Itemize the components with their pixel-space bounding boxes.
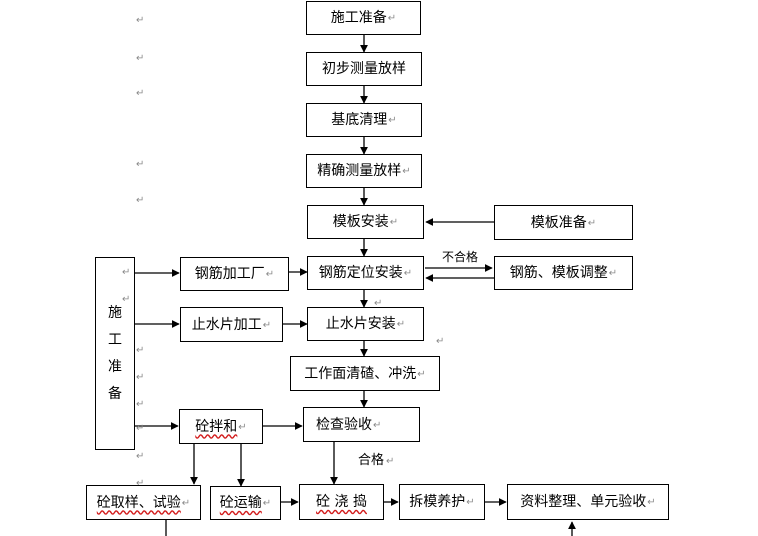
- paragraph-mark-icon: ↵: [647, 497, 656, 508]
- paragraph-mark-icon: ↵: [402, 166, 411, 177]
- paragraph-mark-icon: ↵: [122, 294, 131, 305]
- paragraph-mark-icon: ↵: [136, 423, 145, 434]
- box-concrete-sampling: 砼取样、试验↵: [86, 485, 201, 520]
- paragraph-mark-icon: ↵: [386, 456, 395, 467]
- box-rebar-positioning: 钢筋定位安装↵: [307, 256, 424, 290]
- paragraph-mark-icon: ↵: [587, 217, 597, 229]
- box-inspection-acceptance-label: 检查验收: [316, 416, 372, 433]
- paragraph-mark-icon: ↵: [136, 53, 145, 64]
- box-concrete-pouring: 砼 浇 捣: [299, 484, 384, 520]
- box-waterstop-fabrication: 止水片加工↵: [180, 307, 283, 342]
- paragraph-mark-icon: ↵: [396, 319, 406, 330]
- side-prep-char-3: 准: [108, 358, 122, 375]
- box-initial-survey: 初步测量放样: [306, 52, 422, 86]
- paragraph-mark-icon: ↵: [238, 421, 247, 433]
- paragraph-mark-icon: ↵: [265, 269, 275, 280]
- paragraph-mark-icon: ↵: [436, 336, 445, 347]
- paragraph-mark-icon: ↵: [122, 267, 131, 278]
- side-prep-char-1: 施: [108, 304, 122, 321]
- box-strip-and-cure-label: 拆模养护: [409, 494, 466, 510]
- paragraph-mark-icon: ↵: [417, 368, 426, 380]
- box-rebar-positioning-label: 钢筋定位安装: [318, 265, 403, 281]
- box-initial-survey-label: 初步测量放样: [322, 61, 406, 77]
- box-rebar-plant: 钢筋加工厂↵: [180, 257, 289, 291]
- box-waterstop-fabrication-label: 止水片加工: [191, 316, 262, 333]
- box-docs-and-acceptance-label: 资料整理、单元验收: [520, 494, 647, 510]
- box-concrete-transport: 砼运输↵: [210, 486, 281, 520]
- box-formwork-prep-label: 模板准备: [530, 214, 587, 231]
- box-rebar-plant-label: 钢筋加工厂: [194, 266, 265, 282]
- box-base-cleaning: 基底清理↵: [306, 103, 422, 137]
- box-formwork-install-label: 模板安装: [332, 214, 389, 230]
- paragraph-mark-icon: ↵: [136, 399, 145, 410]
- paragraph-mark-icon: ↵: [466, 497, 475, 508]
- paragraph-mark-icon: ↵: [181, 497, 191, 509]
- box-formwork-install: 模板安装↵: [307, 205, 424, 239]
- box-surface-cleaning: 工作面清碴、冲洗↵: [290, 356, 440, 391]
- paragraph-mark-icon: ↵: [136, 195, 145, 206]
- paragraph-mark-icon: ↵: [136, 15, 145, 26]
- paragraph-mark-icon: ↵: [136, 478, 145, 489]
- paragraph-mark-icon: ↵: [136, 88, 145, 99]
- side-prep-char-4: 备: [108, 385, 122, 402]
- box-strip-and-cure: 拆模养护↵: [399, 484, 485, 520]
- box-construction-prep-label: 施工准备: [330, 10, 387, 26]
- box-formwork-prep: 模板准备↵: [494, 205, 633, 240]
- box-concrete-transport-label: 砼运输: [219, 495, 262, 511]
- box-precise-survey-label: 精确测量放样: [317, 163, 402, 179]
- box-precise-survey: 精确测量放样↵: [306, 154, 422, 188]
- paragraph-mark-icon: ↵: [136, 345, 145, 356]
- paragraph-mark-icon: ↵: [374, 298, 383, 309]
- box-concrete-pouring-label: 砼 浇 捣: [316, 494, 367, 510]
- box-concrete-sampling-label: 砼取样、试验: [96, 494, 181, 511]
- side-prep-char-2: 工: [108, 331, 122, 348]
- paragraph-mark-icon: ↵: [389, 217, 399, 228]
- paragraph-mark-icon: ↵: [388, 115, 397, 126]
- box-surface-cleaning-label: 工作面清碴、冲洗: [304, 365, 417, 382]
- box-waterstop-install-label: 止水片安装: [325, 316, 396, 332]
- paragraph-mark-icon: ↵: [387, 13, 397, 24]
- box-docs-and-acceptance: 资料整理、单元验收↵: [507, 484, 669, 520]
- paragraph-mark-icon: ↵: [262, 319, 272, 331]
- paragraph-mark-icon: ↵: [262, 498, 272, 509]
- box-concrete-mixing: 砼拌和↵: [179, 409, 263, 444]
- box-base-cleaning-label: 基底清理: [331, 112, 388, 128]
- box-rebar-formwork-adjust-label: 钢筋、模板调整: [509, 265, 608, 281]
- box-side-construction-prep: 施 工 准 备: [95, 257, 135, 450]
- box-construction-prep: 施工准备↵: [306, 1, 421, 35]
- box-waterstop-install: 止水片安装↵: [307, 307, 424, 341]
- paragraph-mark-icon: ↵: [136, 159, 145, 170]
- paragraph-mark-icon: ↵: [136, 372, 145, 383]
- box-concrete-mixing-label: 砼拌和: [195, 418, 238, 435]
- box-inspection-acceptance: 检查验收↵: [303, 407, 420, 442]
- box-rebar-formwork-adjust: 钢筋、模板调整↵: [494, 256, 633, 290]
- label-pass: 合格: [358, 453, 385, 468]
- paragraph-mark-icon: ↵: [136, 451, 145, 462]
- paragraph-mark-icon: ↵: [608, 268, 618, 279]
- paragraph-mark-icon: ↵: [403, 268, 413, 279]
- paragraph-mark-icon: ↵: [373, 419, 382, 431]
- label-fail: 不合格: [442, 250, 479, 264]
